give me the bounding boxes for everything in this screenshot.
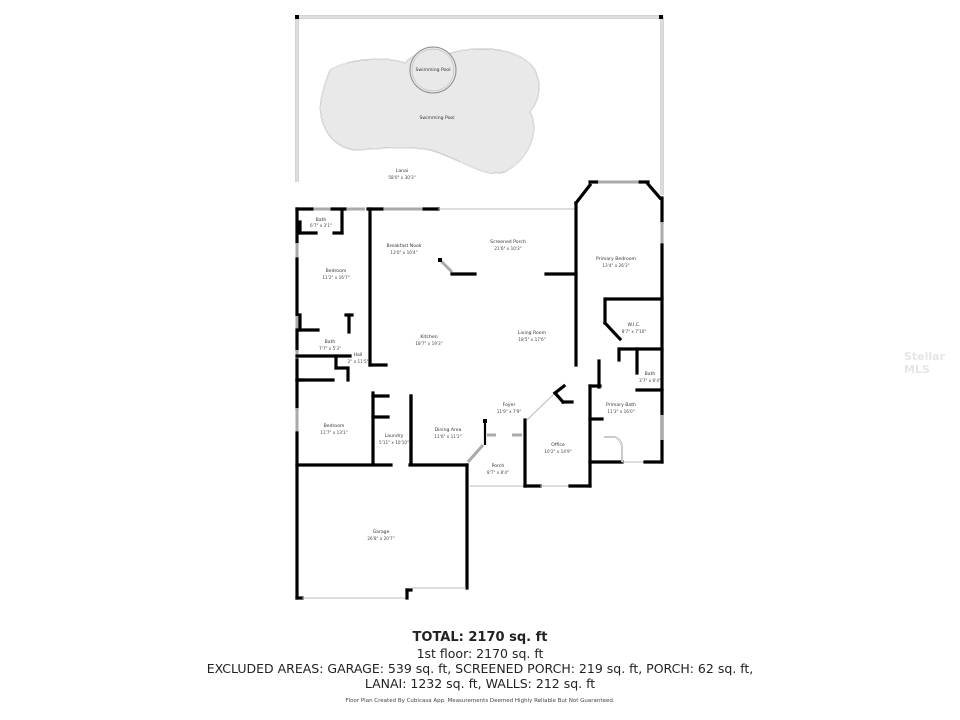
bath-2-label: Bath — [325, 339, 336, 345]
bedroom-2-label: Bedroom — [324, 423, 345, 429]
bath-2-dims: 7'7" x 5'3" — [319, 346, 341, 351]
screened-porch-dims: 21'6" x 10'3" — [494, 246, 521, 251]
bath-3-label: Bath — [645, 371, 656, 377]
bath-1-dims: 6'7" x 3'1" — [310, 223, 332, 228]
office-dims: 10'2" x 14'9" — [544, 449, 571, 454]
wic-dims: 8'7" x 7'10" — [622, 329, 647, 334]
pool-small-label: Swimming Pool — [416, 67, 451, 73]
living-room-dims: 18'5" x 17'6" — [518, 337, 545, 342]
bedroom-1-label: Bedroom — [326, 268, 347, 274]
breakfast-nook-label: Breakfast Nook — [386, 243, 421, 249]
bedroom-2-dims: 11'7" x 13'1" — [320, 430, 347, 435]
kitchen-dims: 18'7" x 19'3" — [415, 341, 442, 346]
garage-dims: 26'8" x 20'7" — [367, 536, 394, 541]
walls — [295, 180, 664, 600]
hall-label: Hall — [354, 352, 363, 358]
room-labels: Swimming Pool Swimming Pool Lanai 58'0" … — [310, 67, 661, 541]
primary-bedroom-label: Primary Bedroom — [596, 256, 637, 262]
porch-dims: 8'7" x 8'4" — [487, 470, 509, 475]
dining-area-label: Dining Area — [435, 427, 462, 433]
wic-label: W.I.C. — [628, 322, 641, 328]
laundry-label: Laundry — [385, 433, 404, 439]
dining-area-dims: 11'6" x 11'2" — [434, 434, 461, 439]
bedroom-1-dims: 11'2" x 16'7" — [322, 275, 349, 280]
hall-dims: 3'' x 11'5" — [347, 359, 368, 364]
foyer-dims: 11'9" x 7'9" — [497, 409, 522, 414]
lanai-enclosure — [295, 15, 664, 195]
first-floor-area: 1st floor: 2170 sq. ft — [416, 646, 544, 661]
screened-porch-label: Screened Porch — [490, 239, 526, 245]
office-label: Office — [551, 442, 565, 448]
breakfast-nook-dims: 13'0" x 10'4" — [390, 250, 417, 255]
lanai-label: Lanai — [396, 168, 408, 174]
living-room-label: Living Room — [518, 330, 547, 336]
pool-main-label: Swimming Pool — [420, 115, 455, 121]
watermark: Stellar MLS — [904, 350, 946, 376]
garage-label: Garage — [373, 529, 390, 535]
swimming-pool — [319, 46, 540, 174]
bath-3-dims: 3'7" x 6'4" — [639, 378, 661, 383]
porch-label: Porch — [492, 463, 505, 469]
primary-bath-label: Primary Bath — [606, 402, 636, 408]
lanai-dims: 58'0" x 30'3" — [388, 175, 415, 180]
primary-bath-dims: 11'3" x 16'0" — [607, 409, 634, 414]
total-area: TOTAL: 2170 sq. ft — [412, 630, 548, 645]
bath-1-label: Bath — [316, 217, 327, 223]
laundry-dims: 5'11" x 10'10" — [379, 440, 409, 445]
primary-bedroom-dims: 13'4" x 26'3" — [602, 263, 629, 268]
excluded-areas-line-1: EXCLUDED AREAS: GARAGE: 539 sq. ft, SCRE… — [206, 661, 754, 676]
foyer-label: Foyer — [503, 402, 516, 408]
excluded-areas-line-2: LANAI: 1232 sq. ft, WALLS: 212 sq. ft — [364, 676, 596, 691]
kitchen-label: Kitchen — [420, 334, 437, 340]
disclaimer: Floor Plan Created By Cubicasa App. Meas… — [345, 698, 615, 704]
